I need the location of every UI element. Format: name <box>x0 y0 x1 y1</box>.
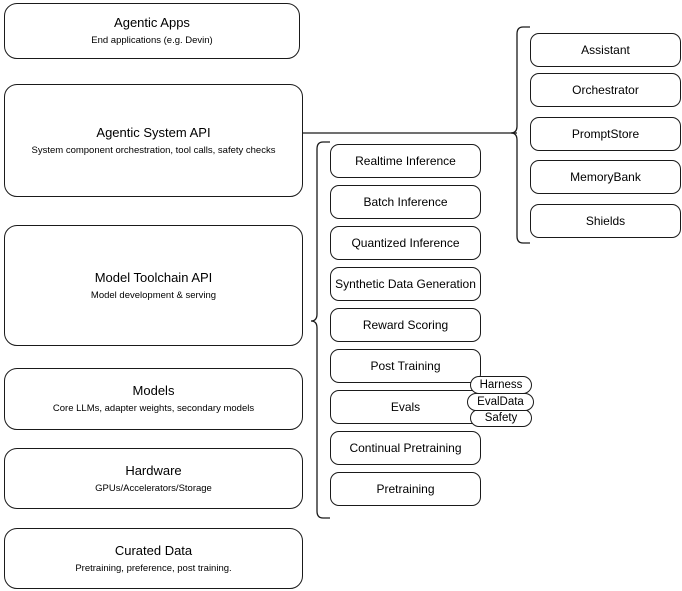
toolchain-item-label: Quantized Inference <box>351 235 460 250</box>
toolchain-item-label: Realtime Inference <box>355 153 456 168</box>
layer-model-toolchain-api[interactable]: Model Toolchain API Model development & … <box>4 225 303 346</box>
system-item-orchestrator[interactable]: Orchestrator <box>530 73 681 107</box>
layer-title: Hardware <box>125 462 182 478</box>
system-item-label: MemoryBank <box>570 169 641 184</box>
layer-title: Agentic System API <box>96 124 211 140</box>
layer-title: Agentic Apps <box>114 15 190 30</box>
layer-subtitle: End applications (e.g. Devin) <box>91 35 213 46</box>
layer-title: Models <box>132 383 175 398</box>
system-item-label: Assistant <box>581 42 630 57</box>
toolchain-item-label: Pretraining <box>376 481 435 496</box>
toolchain-item-evals[interactable]: Evals <box>330 390 481 424</box>
system-item-promptstore[interactable]: PromptStore <box>530 117 681 151</box>
bracket-system-components <box>510 26 530 244</box>
layer-subtitle: Core LLMs, adapter weights, secondary mo… <box>52 403 255 414</box>
toolchain-item-label: Reward Scoring <box>362 317 449 332</box>
toolchain-item-realtime-inference[interactable]: Realtime Inference <box>330 144 481 178</box>
evals-subcomponent-label: Harness <box>479 379 523 391</box>
system-item-assistant[interactable]: Assistant <box>530 33 681 67</box>
layer-hardware[interactable]: Hardware GPUs/Accelerators/Storage <box>4 448 303 509</box>
toolchain-item-quantized-inference[interactable]: Quantized Inference <box>330 226 481 260</box>
layer-title: Model Toolchain API <box>94 269 213 285</box>
toolchain-item-synthetic-data-generation[interactable]: Synthetic Data Generation <box>330 267 481 301</box>
system-item-label: Shields <box>585 213 626 228</box>
evals-subcomponent-evaldata[interactable]: EvalData <box>467 393 534 411</box>
toolchain-item-continual-pretraining[interactable]: Continual Pretraining <box>330 431 481 465</box>
layer-agentic-system-api[interactable]: Agentic System API System component orch… <box>4 84 303 197</box>
layer-curated-data[interactable]: Curated Data Pretraining, preference, po… <box>4 528 303 589</box>
toolchain-item-label: Batch Inference <box>363 194 448 209</box>
system-item-label: Orchestrator <box>572 82 639 97</box>
evals-subcomponent-label: Safety <box>484 412 518 424</box>
layer-subtitle: GPUs/Accelerators/Storage <box>95 482 212 494</box>
layer-subtitle: Pretraining, preference, post training. <box>75 562 232 574</box>
toolchain-item-label: Synthetic Data Generation <box>335 276 476 291</box>
layer-subtitle: Model development & serving <box>90 289 217 301</box>
layer-title: Curated Data <box>114 542 193 558</box>
system-item-label: PromptStore <box>571 126 640 141</box>
evals-subcomponent-harness[interactable]: Harness <box>470 376 532 394</box>
layer-subtitle: System component orchestration, tool cal… <box>31 144 276 156</box>
toolchain-item-reward-scoring[interactable]: Reward Scoring <box>330 308 481 342</box>
evals-subcomponent-safety[interactable]: Safety <box>470 409 532 427</box>
evals-subcomponent-label: EvalData <box>477 396 524 408</box>
layer-agentic-apps[interactable]: Agentic Apps End applications (e.g. Devi… <box>4 3 300 59</box>
toolchain-item-label: Continual Pretraining <box>349 440 462 455</box>
toolchain-item-label: Post Training <box>370 358 441 373</box>
system-item-memorybank[interactable]: MemoryBank <box>530 160 681 194</box>
layer-models[interactable]: Models Core LLMs, adapter weights, secon… <box>4 368 303 430</box>
toolchain-item-pretraining[interactable]: Pretraining <box>330 472 481 506</box>
bracket-toolchain-components <box>310 141 330 519</box>
toolchain-item-batch-inference[interactable]: Batch Inference <box>330 185 481 219</box>
toolchain-item-label: Evals <box>390 399 421 414</box>
system-item-shields[interactable]: Shields <box>530 204 681 238</box>
toolchain-item-post-training[interactable]: Post Training <box>330 349 481 383</box>
